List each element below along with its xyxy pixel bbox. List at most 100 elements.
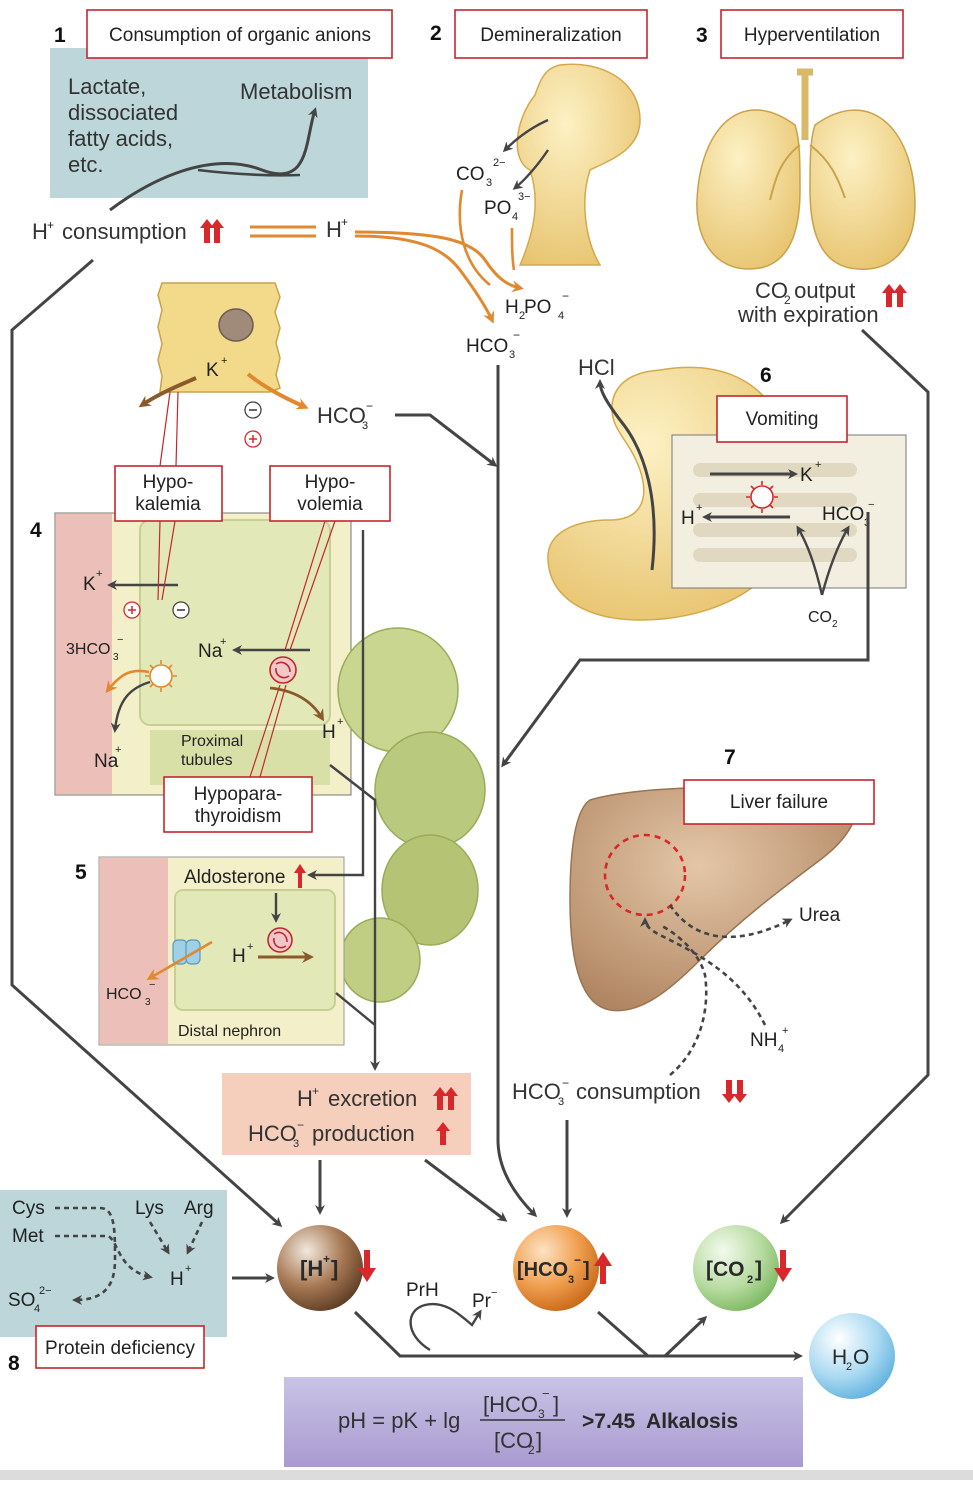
panel4-pump-icon (145, 660, 177, 692)
cell-hco3-label: HCO (317, 403, 366, 428)
met-to-h-path (55, 1234, 153, 1281)
hypovolemia-to-aldosterone-arrow (307, 530, 365, 880)
production-to-hco3-arrow (424, 1158, 508, 1222)
panel5-exchanger-icon (267, 927, 293, 953)
h2o-sphere (809, 1313, 895, 1399)
panel6-k-label: K (800, 465, 813, 486)
cys-to-so4-path (55, 1206, 117, 1305)
hco3-sphere-label: [HCO (517, 1259, 568, 1281)
cell-hco3-subscript: 3 (362, 420, 368, 432)
excretion-line2: production (312, 1121, 415, 1146)
bone-illustration (516, 63, 641, 266)
co3-charge: 2− (493, 157, 506, 169)
hypovolemia-line2: volemia (297, 494, 363, 515)
hypokalemia-connector-top (159, 391, 179, 467)
panel6-co2-to-hco3-arrow (820, 525, 850, 596)
panel1-merge-line (197, 168, 301, 177)
lungs-illustration (696, 68, 916, 270)
panel6-hco3-label: HCO (822, 504, 864, 525)
co2-sphere-bracket: ] (755, 1258, 762, 1281)
aa-arg: Arg (184, 1198, 214, 1219)
bone-co3-arrow (502, 118, 549, 153)
buffer-pr-charge: − (491, 1287, 497, 1299)
co2-sphere-sub: 2 (747, 1274, 753, 1286)
panel6-co2-to-h-arrow (796, 525, 824, 596)
panel5-number: 5 (75, 861, 87, 884)
panel6-co2-subscript: 2 (832, 619, 838, 630)
hco3-consumption-charge: − (562, 1076, 569, 1090)
panel1-background (50, 48, 368, 198)
equation-numerator-sub: 3 (538, 1407, 545, 1421)
hco3-bone-label: HCO (466, 336, 508, 357)
panel4-tubule-cell (139, 519, 331, 726)
equation-denominator: [CO (494, 1428, 533, 1453)
h2po4-label: H PO (505, 297, 551, 318)
panel4-na-label: Na (198, 641, 223, 662)
cell-k-label: K (206, 360, 219, 381)
panel6-frame (671, 434, 907, 589)
panel1-number: 1 (54, 24, 66, 47)
panel4-proximal-line1: Proximal (181, 733, 243, 750)
panel5-hco3-subscript: 3 (145, 997, 151, 1008)
h-down-arrow-icon (358, 1250, 376, 1282)
reaction-to-h2o-arrow (353, 1310, 803, 1361)
hco3-sphere-bracket: ] (583, 1259, 590, 1281)
equation-lhs: pH = pK + lg (338, 1408, 460, 1433)
panel1-line-2: dissociated (68, 100, 178, 125)
center-vertical-arrow (496, 365, 538, 1218)
distal-to-excretion-line (335, 992, 376, 1026)
panel5-hco3-arrow (146, 940, 213, 981)
nh4-input-arrow (640, 917, 767, 1026)
panel7-number: 7 (724, 746, 736, 769)
hypovolemia-box (269, 465, 391, 522)
panel4-na-charge: + (220, 636, 226, 648)
panel8-so4-charge: 2− (39, 1285, 52, 1297)
urea-output-arrow (668, 904, 793, 939)
panel8-title-box (35, 1325, 205, 1369)
po4-to-h2po4-curve (510, 227, 516, 271)
panel6-hcl-label: HCl (578, 355, 615, 380)
urea-cycle-circle (603, 833, 687, 917)
h-sphere-bracket: ] (331, 1256, 338, 1281)
co3-to-hco3-curve (458, 189, 491, 287)
h-symbol-left: H (32, 219, 48, 244)
hyperventilation-to-co2-arrow (779, 328, 930, 1225)
panel8-title: Protein deficiency (45, 1338, 195, 1359)
production-hco3: HCO (248, 1121, 297, 1146)
hcl-out-arrow (595, 379, 656, 571)
hco3-consumption-hco3: HCO (512, 1079, 561, 1104)
panel4-na-bottom-label: Na (94, 751, 119, 772)
h2o-sphere-sub: 2 (846, 1361, 852, 1373)
excretion-h-charge: + (312, 1084, 319, 1098)
cell-plus-lines (249, 435, 257, 443)
buffer-curve-arrow (409, 1302, 482, 1352)
co2-output-line1: CO output (755, 278, 855, 303)
equation-denominator-sub: 2 (528, 1443, 535, 1457)
panel5-distal-label: Distal nephron (178, 1023, 281, 1040)
h-consumption-label: consumption (62, 219, 187, 244)
buffer-pr-label: Pr (472, 1291, 492, 1312)
equation-denominator-bracket: ] (536, 1428, 542, 1453)
panel4-number: 4 (30, 519, 42, 542)
hypoparathyroidism-box (163, 776, 313, 833)
excretion-double-up-icon (433, 1087, 458, 1110)
equation-result: >7.45 Alkalosis (582, 1410, 738, 1433)
panel2-title: Demineralization (480, 25, 622, 46)
panel1-line-1: Lactate, (68, 74, 146, 99)
reaction-to-co2-arrow (663, 1315, 708, 1358)
panel6-pump-icon (746, 481, 778, 513)
panel4-3hco3-label: 3HCO (66, 641, 110, 658)
panel1-title-box (86, 9, 393, 59)
panel6-co2-label: CO (808, 609, 832, 626)
h-to-hco3-arrow (354, 234, 495, 324)
bottom-strip (0, 1470, 973, 1480)
cell-k-out-arrow (138, 376, 197, 408)
h-consumption-to-h-arrow (10, 258, 283, 1228)
h-symbol-center: H (326, 217, 342, 242)
panel6-title: Vomiting (746, 409, 819, 430)
hco3-consumption-sub: 3 (558, 1096, 564, 1108)
co2-down-arrow-icon (774, 1250, 792, 1282)
panel7-title-box (683, 779, 875, 825)
